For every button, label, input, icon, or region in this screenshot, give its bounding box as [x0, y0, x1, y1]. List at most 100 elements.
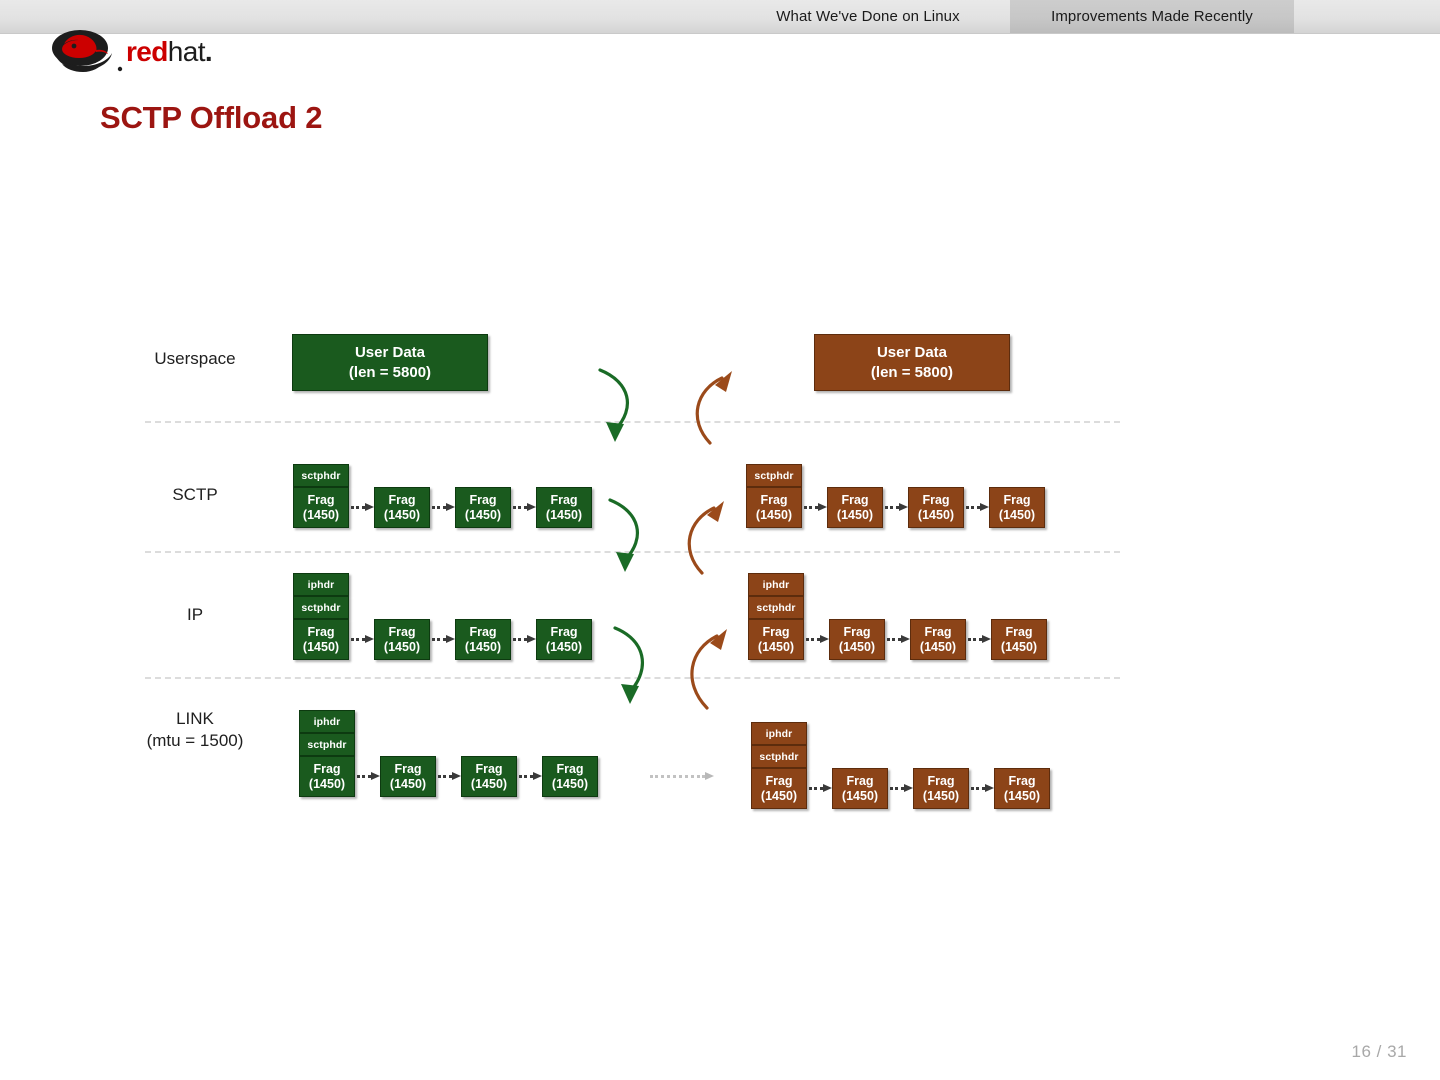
frag-label: Frag [469, 624, 497, 639]
sctp-left-header-sctphdr: sctphdr [293, 464, 349, 487]
sctp-left-frag-1: Frag (1450) [293, 487, 349, 528]
frag-size: (1450) [919, 639, 957, 654]
frag-label: Frag [1008, 773, 1036, 788]
userspace-user-data-box-left: User Data (len = 5800) [292, 334, 488, 391]
sctp-right-frag-4: Frag (1450) [989, 487, 1045, 528]
frag-label: Frag [388, 624, 416, 639]
frag-size: (1450) [755, 507, 793, 522]
userspace-user-data-right-line1: User Data [876, 343, 948, 361]
frag-size: (1450) [470, 776, 508, 791]
nav-tab-improvements-made-recently[interactable]: Improvements Made Recently [1010, 0, 1294, 33]
top-navigation-bar: What We've Done on Linux Improvements Ma… [0, 0, 1440, 34]
page-number: 16 / 31 [1351, 1042, 1407, 1061]
frag-size: (1450) [302, 639, 340, 654]
ip-right-header-iphdr: iphdr [748, 573, 804, 596]
frag-size: (1450) [383, 639, 421, 654]
link-left-frag-4: Frag (1450) [542, 756, 598, 797]
layer-separator-userspace-sctp [145, 421, 1120, 423]
frag-label: Frag [922, 492, 950, 507]
frag-label: Frag [762, 624, 790, 639]
sctp-right-frag-2: Frag (1450) [827, 487, 883, 528]
row-label-userspace: Userspace [154, 349, 236, 368]
row-label-link-sub: (mtu = 1500) [146, 731, 244, 750]
frag-size: (1450) [836, 507, 874, 522]
frag-label: Frag [313, 761, 341, 776]
link-right-header-iphdr: iphdr [751, 722, 807, 745]
frag-label: Frag [1003, 492, 1031, 507]
redhat-wordmark: redhat. [126, 36, 213, 68]
logo-word-hat: hat [167, 36, 206, 67]
ip-left-header-iphdr: iphdr [293, 573, 349, 596]
frag-label: Frag [846, 773, 874, 788]
userspace-user-data-left-line2: (len = 5800) [348, 363, 432, 381]
frag-label: Frag [550, 492, 578, 507]
ip-left-frag-3: Frag (1450) [455, 619, 511, 660]
frag-label: Frag [475, 761, 503, 776]
row-label-link-main: LINK [176, 709, 214, 728]
frag-label: Frag [760, 492, 788, 507]
userspace-user-data-box-right: User Data (len = 5800) [814, 334, 1010, 391]
link-wire-transmit-arrow [650, 772, 722, 781]
frag-label: Frag [394, 761, 422, 776]
page-title: SCTP Offload 2 [100, 100, 323, 135]
frag-size: (1450) [308, 776, 346, 791]
frag-size: (1450) [917, 507, 955, 522]
link-right-frag-2: Frag (1450) [832, 768, 888, 809]
ip-left-frag-2: Frag (1450) [374, 619, 430, 660]
ip-right-frag-1: Frag (1450) [748, 619, 804, 660]
curve-arrow-rx-ip-to-sctp [682, 488, 752, 580]
link-right-header-sctphdr: sctphdr [751, 745, 807, 768]
frag-label: Frag [469, 492, 497, 507]
link-left-frag-3: Frag (1450) [461, 756, 517, 797]
frag-size: (1450) [760, 788, 798, 803]
logo-word-red: red [126, 36, 168, 67]
frag-label: Frag [550, 624, 578, 639]
frag-size: (1450) [551, 776, 589, 791]
shadowman-fedora-icon [52, 30, 123, 72]
frag-label: Frag [927, 773, 955, 788]
frag-size: (1450) [757, 639, 795, 654]
layer-separator-ip-link [145, 677, 1120, 679]
frag-size: (1450) [464, 639, 502, 654]
link-right-frag-4: Frag (1450) [994, 768, 1050, 809]
ip-right-header-sctphdr: sctphdr [748, 596, 804, 619]
frag-size: (1450) [302, 507, 340, 522]
sctp-left-frag-2: Frag (1450) [374, 487, 430, 528]
ip-left-header-sctphdr: sctphdr [293, 596, 349, 619]
curve-arrow-rx-link-to-ip [685, 616, 755, 716]
logo-word-dot: . [204, 36, 213, 67]
row-label-sctp: SCTP [172, 485, 218, 504]
frag-size: (1450) [545, 639, 583, 654]
redhat-logo: redhat. [50, 28, 290, 76]
ip-right-frag-3: Frag (1450) [910, 619, 966, 660]
ip-right-frag-4: Frag (1450) [991, 619, 1047, 660]
frag-label: Frag [307, 492, 335, 507]
ip-left-frag-4: Frag (1450) [536, 619, 592, 660]
frag-label: Frag [843, 624, 871, 639]
frag-label: Frag [307, 624, 335, 639]
frag-label: Frag [556, 761, 584, 776]
curve-arrow-tx-ip-to-link [605, 618, 675, 713]
sctp-right-frag-1: Frag (1450) [746, 487, 802, 528]
frag-size: (1450) [1000, 639, 1038, 654]
curve-arrow-rx-sctp-to-userspace [690, 358, 760, 450]
sctp-left-frag-4: Frag (1450) [536, 487, 592, 528]
curve-arrow-tx-sctp-to-ip [600, 490, 670, 580]
curve-arrow-tx-userspace-to-sctp [590, 360, 660, 450]
ip-left-frag-1: Frag (1450) [293, 619, 349, 660]
userspace-user-data-right-line2: (len = 5800) [870, 363, 954, 381]
sctp-right-header-sctphdr: sctphdr [746, 464, 802, 487]
frag-label: Frag [1005, 624, 1033, 639]
row-label-ip: IP [186, 605, 204, 624]
link-left-header-sctphdr: sctphdr [299, 733, 355, 756]
link-left-frag-1: Frag (1450) [299, 756, 355, 797]
frag-size: (1450) [383, 507, 421, 522]
nav-tab-what-weve-done-on-linux[interactable]: What We've Done on Linux [776, 8, 960, 25]
ip-right-frag-2: Frag (1450) [829, 619, 885, 660]
frag-label: Frag [765, 773, 793, 788]
frag-label: Frag [841, 492, 869, 507]
sctp-right-frag-3: Frag (1450) [908, 487, 964, 528]
frag-size: (1450) [464, 507, 502, 522]
frag-size: (1450) [1003, 788, 1041, 803]
